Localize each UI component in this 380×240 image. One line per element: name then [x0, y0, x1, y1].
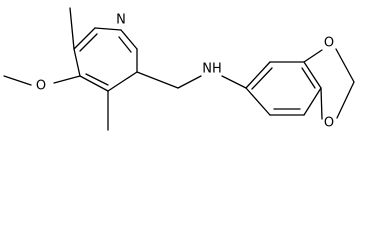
bond-c4-c3 — [79, 75, 109, 92]
bond-b3-b4 — [303, 61, 322, 89]
bond-c6-c5 — [73, 27, 96, 50]
atom-labels: N O NH O O — [36, 13, 334, 131]
bond-o1-ch2 — [335, 48, 355, 83]
bond-b1-b2 — [245, 61, 271, 89]
molecule-structure: N O NH O O — [3, 7, 355, 131]
bond-c5-methyl — [69, 7, 75, 50]
bond-c2-n1-inner — [118, 36, 132, 53]
bond-c2-n1 — [120, 29, 138, 50]
bond-ch2-nh — [177, 75, 202, 89]
bond-c3-c2 — [107, 71, 138, 92]
amine-nh-label: NH — [202, 62, 222, 77]
bond-o-methyl — [3, 75, 32, 86]
bond-c2-ch2 — [136, 71, 179, 89]
bond-c5-c4 — [73, 48, 81, 77]
bonds — [3, 7, 355, 131]
methoxy-oxygen-label: O — [36, 79, 46, 94]
bond-b1-b2-inner — [251, 67, 273, 90]
bond-n1-c6 — [94, 27, 122, 31]
bond-b6-b1 — [245, 87, 271, 116]
dioxole-oxygen-bottom-label: O — [324, 116, 334, 131]
bond-b3-o1 — [303, 49, 323, 63]
bond-c4-o — [53, 75, 81, 84]
bond-b4-b5 — [303, 87, 322, 116]
pyridine-nitrogen-label: N — [116, 13, 126, 28]
bond-ch2-o2 — [336, 81, 355, 119]
bond-c4-c3-inner — [85, 73, 109, 86]
bond-c6-c5-inner — [79, 33, 98, 52]
bond-nh-aryl — [221, 75, 247, 89]
bond-b3-b4-inner — [301, 67, 316, 89]
bond-o2-b4 — [320, 87, 323, 120]
dioxole-oxygen-top-label: O — [324, 36, 334, 51]
